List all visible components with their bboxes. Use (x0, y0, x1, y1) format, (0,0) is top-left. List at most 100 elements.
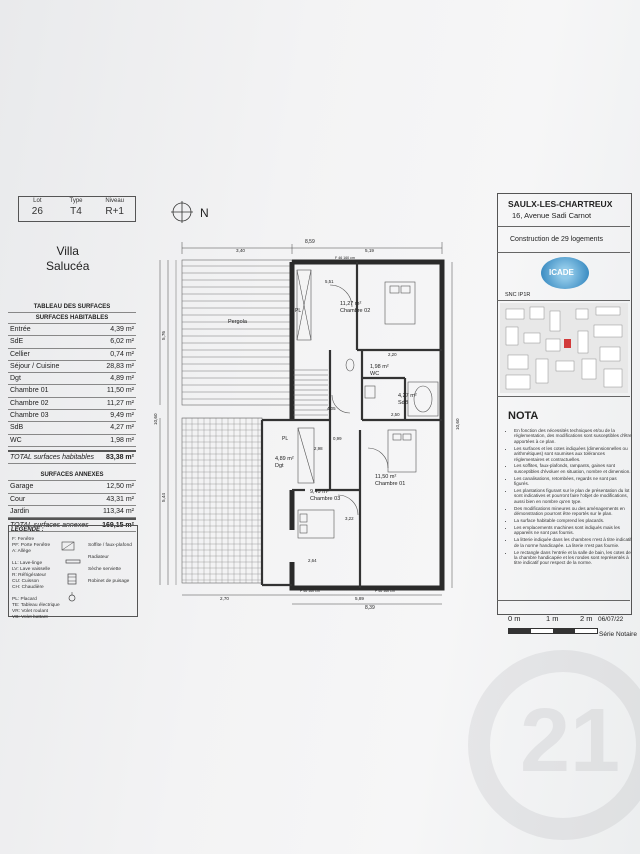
dimension-inner: 3,22 (345, 516, 354, 521)
habitable-row: Dgt 4,89 m² (8, 373, 136, 386)
surface-name: Cour (10, 495, 26, 503)
plan-note: F 46 160 cm (300, 589, 320, 593)
habitable-row: Cellier 0,74 m² (8, 349, 136, 361)
habitables-total: TOTAL surfaces habitables 83,38 m² (8, 449, 136, 465)
scale-1: 1 m (546, 614, 559, 623)
lot-header-box (18, 196, 136, 222)
project-address: 16, Avenue Sadi Carnot (512, 211, 592, 220)
floor-plan: N (153, 201, 460, 610)
room-name: Chambre 01 (375, 481, 405, 487)
nota-item: Les canalisations, retombées, regards ne… (514, 476, 632, 487)
nota-item: Le rectangle dans l'entrée et la salle d… (514, 550, 632, 566)
dimension-top: 8,59 (305, 239, 315, 245)
legend-item: Radiateur (88, 555, 109, 560)
surface-value: 12,50 m² (106, 483, 134, 491)
plan-note: F 46 160 cm (375, 589, 395, 593)
legend-item: CU: Cuisson (12, 579, 39, 584)
surface-name: Dgt (10, 375, 21, 383)
legend-col2: Soffite / faux-plafond Radiateur Sèche s… (88, 543, 132, 585)
surface-name: Cellier (10, 350, 30, 358)
dimension-inner: 0,99 (333, 436, 342, 441)
dimension-inner: 5,51 (325, 279, 334, 284)
room-area: 9,49 m² (310, 489, 329, 495)
scale-bar (508, 628, 598, 634)
surface-value: 4,27 m² (110, 424, 134, 432)
dimension-inner: 2,98 (314, 446, 323, 451)
nota-title: NOTA (508, 410, 539, 422)
legend-title: LEGENDE : (11, 527, 44, 533)
pergola-label: Pergola (228, 319, 248, 325)
north-arrow-icon (171, 201, 193, 223)
room-name: WC (370, 371, 379, 377)
legend-item: TE: Tableau électrique (12, 603, 60, 608)
placard-label: PL (282, 436, 288, 442)
surface-value: 11,50 m² (106, 387, 134, 395)
legend-item: Robinet de puisage (88, 579, 130, 584)
lot-header-values: 26 T4 R+1 (18, 206, 134, 217)
surfaces-title: TABLEAU DES SURFACES (8, 302, 136, 313)
surface-name: SdB (10, 424, 24, 432)
dimension-bottom: 2,70 (220, 596, 229, 601)
surface-value: 11,27 m² (106, 399, 134, 407)
dimension-left: 5,44 (161, 493, 166, 502)
legend-item: VB: Volet battant (12, 615, 48, 620)
lot-header-labels: Lot Type Niveau (18, 198, 134, 204)
legend-item: LL: Lave-linge (12, 561, 43, 566)
dimension-left: 10,60 (153, 413, 158, 425)
legend-item: Sèche serviette (88, 567, 122, 572)
annexe-row: Cour 43,31 m² (8, 494, 136, 506)
surface-value: 0,74 m² (110, 350, 134, 358)
habitable-row: SdB 4,27 m² (8, 422, 136, 435)
brand-logo (541, 257, 589, 289)
legend-item: F: Fenêtre (12, 537, 35, 542)
lot-marker-icon (564, 339, 571, 348)
towel-dryer-icon (67, 573, 77, 585)
location-map (500, 303, 628, 393)
surface-value: 43,31 m² (106, 495, 134, 503)
tap-symbol-icon (68, 594, 76, 602)
type-value: T4 (70, 206, 82, 217)
room-name: Chambre 03 (310, 496, 340, 502)
surface-name: Séjour / Cuisine (10, 362, 60, 370)
surface-value: 4,89 m² (110, 375, 134, 383)
surfaces-table: TABLEAU DES SURFACES SURFACES HABITABLES… (8, 302, 136, 533)
dimension-inner: 4,05 (327, 406, 336, 411)
surface-name: WC (10, 436, 22, 444)
surface-name: Jardin (10, 507, 30, 515)
nota-item: Les soffites, faux-plafonds, rampants, g… (514, 463, 632, 474)
scale-2: 2 m (580, 614, 593, 623)
nota-item: Des modifications mineures ou des aménag… (514, 506, 632, 517)
legend-symbols (61, 541, 81, 602)
interior-walls (260, 262, 442, 588)
plan-date: 06/07/22 (598, 616, 624, 623)
surface-value: 6,02 m² (110, 338, 134, 346)
dimension-left: 5,76 (161, 331, 166, 340)
pergola-slats (181, 259, 293, 406)
surface-value: 113,34 m² (103, 507, 134, 515)
villa-name: Villa Salucéa (46, 244, 90, 273)
surface-value: 1,98 m² (110, 436, 134, 444)
dimension-inner: 2,64 (308, 558, 317, 563)
legend-box (8, 525, 138, 617)
surface-name: Garage (10, 483, 34, 491)
nota-item: La surface habitable comprend les placar… (514, 518, 632, 523)
stairs (293, 369, 328, 416)
lot-value: 26 (31, 206, 43, 217)
dimension-bottom: 8,39 (365, 605, 375, 610)
project-city: SAULX-LES-CHARTREUX (508, 199, 613, 209)
niveau-value: R+1 (105, 206, 124, 217)
snc-label: SNC IP1R (505, 292, 531, 298)
serie-label: Série Notaire (599, 631, 637, 638)
legend-item: VR: Volet roulant (12, 609, 48, 614)
surface-name: Entrée (10, 326, 31, 333)
radiator-symbol-icon (65, 559, 81, 564)
dimension-top: 3,40 (236, 248, 245, 253)
room-area: 1,98 m² (370, 364, 389, 370)
